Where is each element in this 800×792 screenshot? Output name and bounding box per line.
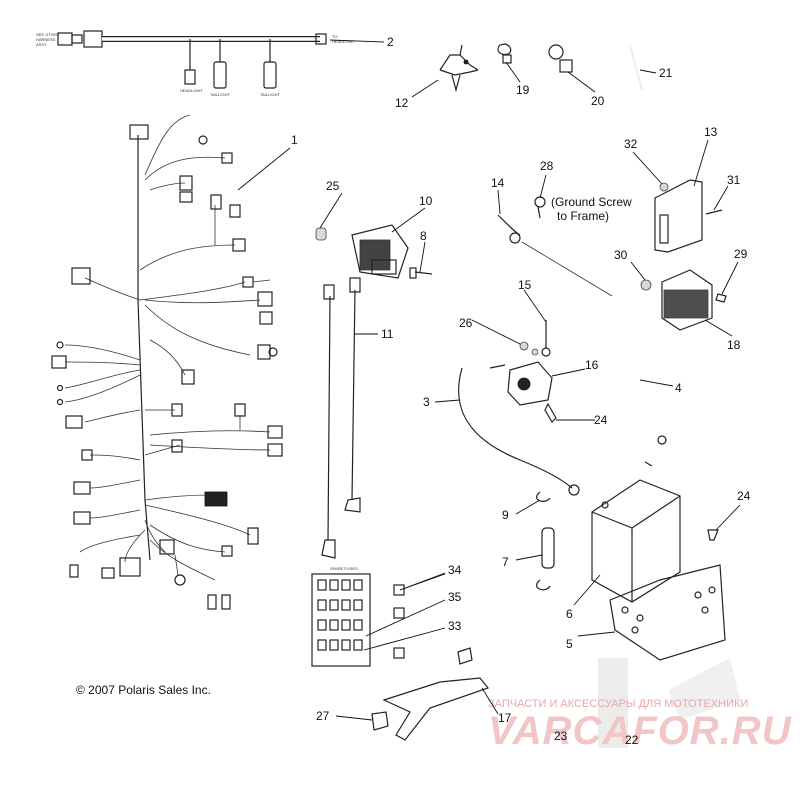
callout-27: 27 (316, 709, 330, 723)
strap-part-7 (541, 527, 555, 569)
callout-6: 6 (566, 607, 573, 621)
callout-3: 3 (423, 395, 430, 409)
callout-24a: 24 (594, 413, 608, 427)
callout-26: 26 (459, 316, 473, 330)
grommet-part-25 (315, 227, 327, 241)
callout-25: 25 (326, 179, 340, 193)
bolt-part-8 (414, 271, 433, 275)
callout-2: 2 (387, 35, 394, 49)
callout-18: 18 (727, 338, 741, 352)
callout-33: 33 (448, 619, 462, 633)
callout-17: 17 (498, 711, 512, 725)
callout-32: 32 (624, 137, 638, 151)
solenoid-part-16 (507, 361, 553, 406)
callout-35: 35 (448, 590, 462, 604)
callout-23: 23 (554, 729, 568, 743)
fuse-box-group: SPARE FUSES (311, 566, 490, 741)
screw-part-29 (715, 293, 727, 303)
watermark-block-2 (668, 658, 740, 720)
svg-text:HEADLIGHT: HEADLIGHT (180, 88, 203, 93)
small-parts-top (439, 43, 643, 93)
screw-part-24b (707, 529, 719, 541)
watermark-caption: ЗАПЧАСТИ И АКСЕССУАРЫ ДЛЯ МОТОТЕХНИКИ (488, 698, 748, 710)
svg-text:SEE OTHER: SEE OTHER (36, 32, 59, 37)
fuse-box-label: SPARE FUSES (330, 566, 358, 571)
bracket-part-17 (382, 677, 490, 741)
svg-text:TO: TO (332, 34, 337, 39)
fuse-part-35 (393, 607, 405, 619)
clamp-part-20 (548, 44, 564, 60)
callout-9: 9 (502, 508, 509, 522)
battery-part-6 (591, 479, 681, 603)
svg-text:TAILLIGHT: TAILLIGHT (260, 92, 280, 97)
svg-text:ASSY: ASSY (36, 42, 47, 47)
callout-29: 29 (734, 247, 748, 261)
fuse-grid (317, 579, 363, 651)
nut-part-30 (640, 279, 652, 291)
screw-part-31 (705, 209, 723, 215)
callout-numbers: 2 1 12 19 20 21 13 32 31 28 14 (Ground S… (291, 35, 751, 747)
callout-19: 19 (516, 83, 530, 97)
cable-part-3 (458, 367, 573, 489)
callout-7: 7 (502, 555, 509, 569)
callout-15: 15 (518, 278, 532, 292)
svg-text:HEADLIGHT: HEADLIGHT (332, 39, 355, 44)
screw-part-24a (544, 402, 557, 423)
leader-lines (237, 39, 741, 721)
cable-part-14 (497, 214, 521, 236)
starter-cable-group (458, 214, 667, 496)
ignition-coil-group (315, 224, 433, 559)
callout-31: 31 (727, 173, 741, 187)
callout-34: 34 (448, 563, 462, 577)
rivet-part-33 (457, 647, 473, 665)
battery-group (536, 479, 726, 661)
callout-8: 8 (420, 229, 427, 243)
callout-28: 28 (540, 159, 554, 173)
clamp-part-19 (497, 43, 512, 55)
callout-22: 22 (625, 733, 639, 747)
callout-16: 16 (585, 358, 599, 372)
callout-21: 21 (659, 66, 673, 80)
fuse-part-34 (393, 584, 405, 596)
callout-5: 5 (566, 637, 573, 651)
screw-part-28 (534, 196, 546, 208)
callout-14: 14 (491, 176, 505, 190)
callout-10: 10 (419, 194, 433, 208)
callout-30: 30 (614, 248, 628, 262)
svg-text:HARNESS: HARNESS (36, 37, 56, 42)
callout-4: 4 (675, 381, 682, 395)
sub-harness-part-2: SEE OTHER HARNESS ASSY TO HEADLIGHT HEAD… (36, 30, 355, 97)
clip-part-12 (439, 44, 479, 76)
copyright-notice: © 2007 Polaris Sales Inc. (76, 683, 211, 697)
regulator-part-18 (661, 269, 713, 331)
ground-note-line-2: to Frame) (557, 209, 609, 223)
watermark-block (598, 658, 628, 748)
nut-part-26 (519, 341, 529, 351)
callout-24b: 24 (737, 489, 751, 503)
callout-20: 20 (591, 94, 605, 108)
nut-part-32 (659, 182, 669, 192)
callout-12: 12 (395, 96, 409, 110)
ground-note-line-1: (Ground Screw (551, 195, 632, 209)
svg-text:TAILLIGHT: TAILLIGHT (210, 92, 230, 97)
electronics-group (534, 179, 727, 331)
cdi-part-13 (654, 179, 703, 253)
rivet-part-27 (371, 711, 389, 731)
callout-13: 13 (704, 125, 718, 139)
clip-part-9 (536, 491, 551, 502)
main-harness-part-1 (51, 114, 283, 610)
watermark-brand: VARCAFOR.RU (488, 709, 792, 753)
callout-11: 11 (381, 327, 394, 341)
bracket-part-5 (609, 564, 726, 661)
watermark: ЗАПЧАСТИ И АКСЕССУАРЫ ДЛЯ МОТОТЕХНИКИ VA… (488, 658, 792, 753)
fuse-box (311, 573, 371, 667)
callout-1: 1 (291, 133, 298, 147)
